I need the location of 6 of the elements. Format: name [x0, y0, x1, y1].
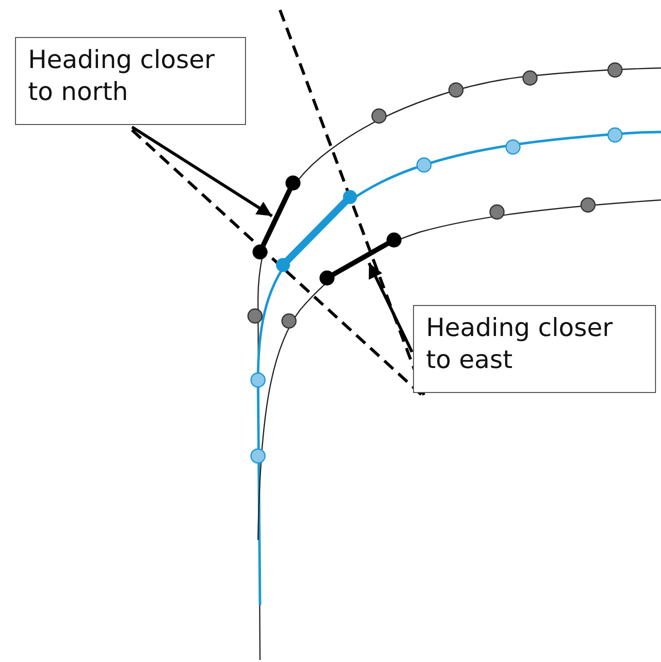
leader-arrow — [131, 126, 273, 218]
callout-box: Heading closer to north — [15, 37, 246, 125]
callout-box: Heading closer to east — [413, 305, 656, 393]
leader-arrow — [368, 262, 414, 353]
heading-segment — [252, 176, 300, 260]
heading-segment — [320, 232, 402, 286]
